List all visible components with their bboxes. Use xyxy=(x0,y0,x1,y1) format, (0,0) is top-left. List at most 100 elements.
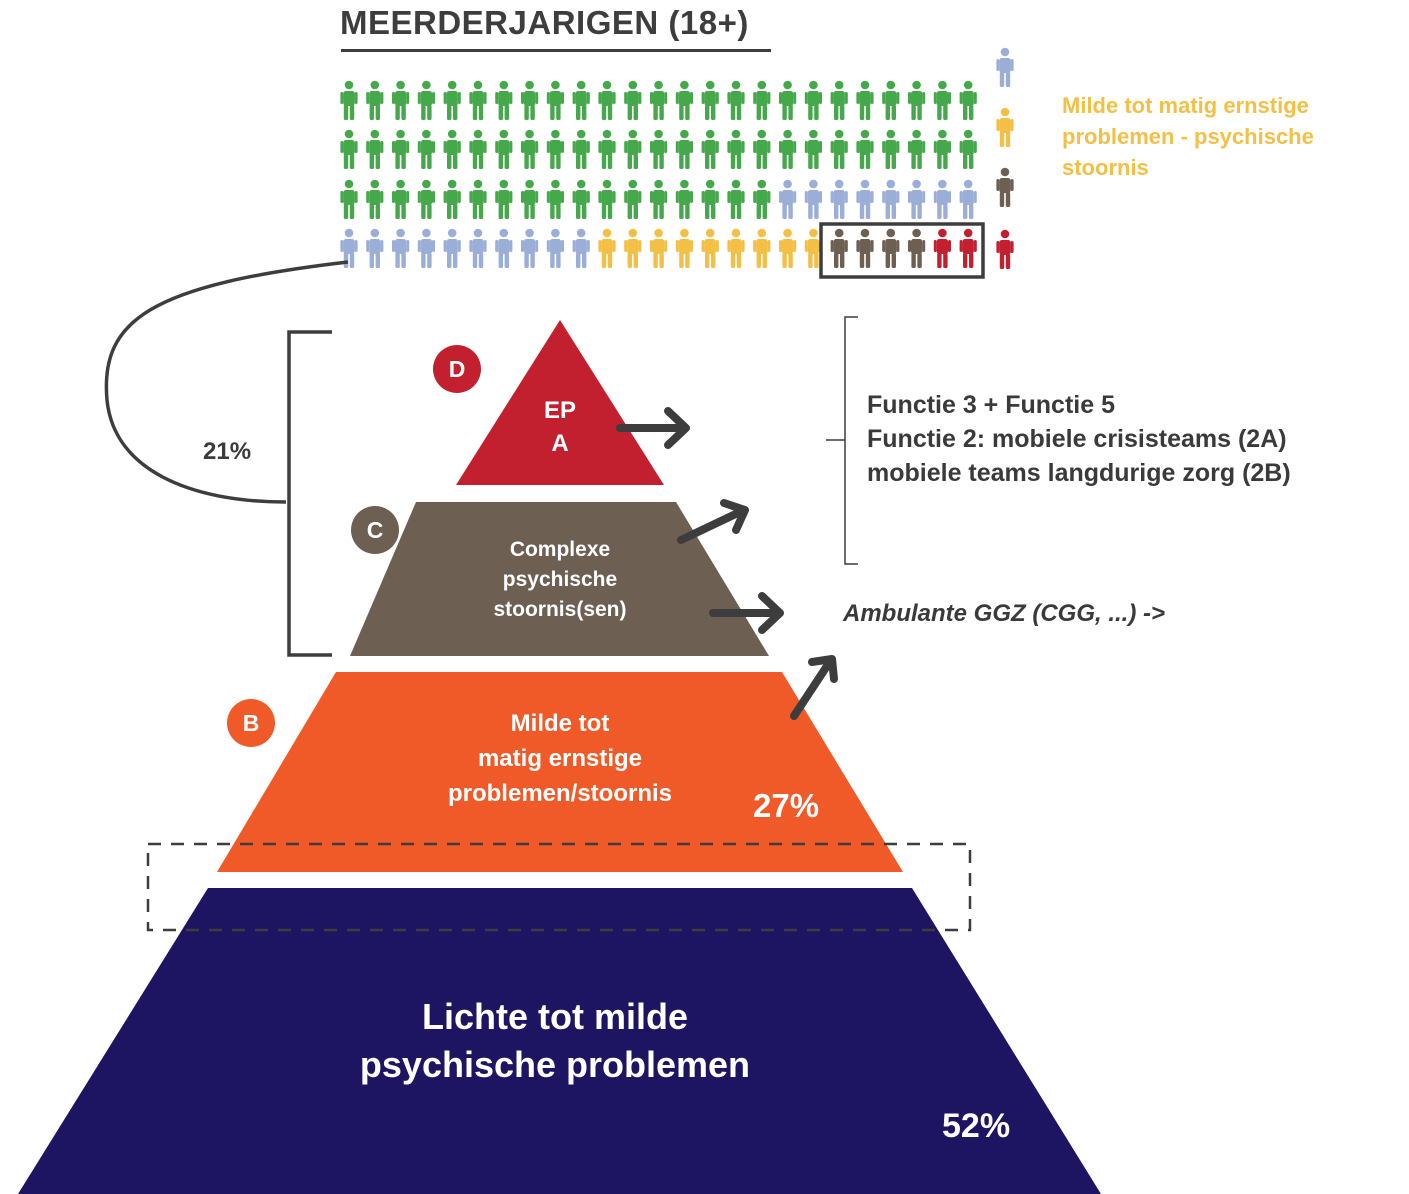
person-brown-icon xyxy=(830,228,848,268)
person-green-icon xyxy=(727,80,745,120)
person-green-icon xyxy=(908,80,926,120)
left-bracket xyxy=(287,330,332,657)
tier-b-label-line-1: Milde tot xyxy=(510,710,610,737)
tier-d-label: EP A xyxy=(520,394,600,460)
person-blue-icon xyxy=(469,228,487,268)
tier-d-label-line-1: EP xyxy=(543,397,576,424)
person-blue-icon xyxy=(392,228,410,268)
person-green-icon xyxy=(624,179,642,219)
person-blue-icon xyxy=(959,179,977,219)
person-green-icon xyxy=(392,129,410,169)
person-green-icon xyxy=(675,129,693,169)
tier-a-label-line-2: psychische problemen xyxy=(359,1044,751,1085)
person-blue-icon xyxy=(882,179,900,219)
person-green-icon xyxy=(624,129,642,169)
person-green-icon xyxy=(417,129,435,169)
person-brown-icon xyxy=(856,228,874,268)
person-blue-icon xyxy=(443,228,461,268)
tier-c-label-line-3: stoornis(sen) xyxy=(493,598,627,621)
tier-a-label: Lichte tot milde psychische problemen xyxy=(300,993,810,1089)
person-green-icon xyxy=(650,179,668,219)
functions-line-2: Functie 2: mobiele crisisteams (2A) xyxy=(867,425,1287,453)
person-brown-icon xyxy=(908,228,926,268)
person-green-icon xyxy=(753,129,771,169)
person-green-icon xyxy=(546,179,564,219)
person-green-icon xyxy=(701,80,719,120)
person-green-icon xyxy=(804,80,822,120)
person-green-icon xyxy=(469,80,487,120)
person-yellow-icon xyxy=(779,228,797,268)
arrow-tier-d xyxy=(616,407,690,449)
tier-b-label: Milde tot matig ernstige problemen/stoor… xyxy=(390,706,730,811)
tier-c-shape xyxy=(350,502,769,656)
bracket-percentage: 21% xyxy=(203,438,252,465)
person-green-icon xyxy=(727,129,745,169)
person-blue-icon xyxy=(996,47,1014,87)
highlight-box xyxy=(819,222,985,279)
person-green-icon xyxy=(521,129,539,169)
person-green-icon xyxy=(392,80,410,120)
person-green-icon xyxy=(469,129,487,169)
person-green-icon xyxy=(675,80,693,120)
person-green-icon xyxy=(495,129,513,169)
dashed-box xyxy=(146,842,972,932)
person-blue-icon xyxy=(933,179,951,219)
person-green-icon xyxy=(340,129,358,169)
person-green-icon xyxy=(443,179,461,219)
person-green-icon xyxy=(417,179,435,219)
person-blue-icon xyxy=(804,179,822,219)
person-green-icon xyxy=(804,129,822,169)
person-green-icon xyxy=(572,129,590,169)
person-yellow-icon xyxy=(996,107,1014,147)
person-green-icon xyxy=(443,129,461,169)
person-green-icon xyxy=(340,179,358,219)
person-green-icon xyxy=(417,80,435,120)
person-green-icon xyxy=(443,80,461,120)
person-blue-icon xyxy=(572,228,590,268)
person-green-icon xyxy=(495,179,513,219)
person-green-icon xyxy=(675,179,693,219)
badge-d: D xyxy=(433,345,481,393)
tier-a-label-line-1: Lichte tot milde xyxy=(421,996,688,1037)
right-bracket xyxy=(844,316,858,565)
connector-curve xyxy=(104,260,349,504)
person-green-icon xyxy=(598,129,616,169)
person-red-icon xyxy=(959,228,977,268)
person-green-icon xyxy=(572,179,590,219)
arrow-tier-c-right xyxy=(709,592,784,634)
tier-d-label-line-2: A xyxy=(551,430,569,457)
person-green-icon xyxy=(856,80,874,120)
tier-b-shape xyxy=(217,672,903,872)
person-green-icon xyxy=(753,179,771,219)
badge-c: C xyxy=(351,506,399,554)
person-green-icon xyxy=(882,129,900,169)
person-green-icon xyxy=(933,80,951,120)
tier-c-label-line-2: psychische xyxy=(502,568,618,591)
person-yellow-icon xyxy=(624,228,642,268)
person-green-icon xyxy=(366,80,384,120)
person-green-icon xyxy=(366,129,384,169)
tier-b-label-line-3: problemen/stoornis xyxy=(447,780,673,807)
person-yellow-icon xyxy=(701,228,719,268)
arrow-tier-c-up xyxy=(677,499,749,544)
tier-c-label: Complexe psychische stoornis(sen) xyxy=(450,535,670,625)
legend-description: Milde tot matig ernstige problemen - psy… xyxy=(1062,93,1314,180)
person-red-icon xyxy=(996,229,1014,269)
person-blue-icon xyxy=(521,228,539,268)
person-green-icon xyxy=(598,179,616,219)
person-green-icon xyxy=(727,179,745,219)
person-green-icon xyxy=(624,80,642,120)
tier-a-percentage: 52% xyxy=(942,1107,1011,1145)
person-brown-icon xyxy=(996,167,1014,207)
person-green-icon xyxy=(366,179,384,219)
person-green-icon xyxy=(521,179,539,219)
person-green-icon xyxy=(830,129,848,169)
person-yellow-icon xyxy=(675,228,693,268)
functions-annotation: Functie 3 + Functie 5 Functie 2: mobiele… xyxy=(867,388,1291,490)
person-green-icon xyxy=(933,129,951,169)
person-green-icon xyxy=(959,80,977,120)
badge-b: B xyxy=(227,699,275,747)
person-green-icon xyxy=(959,129,977,169)
person-green-icon xyxy=(779,129,797,169)
arrow-tier-b-up xyxy=(790,655,838,720)
